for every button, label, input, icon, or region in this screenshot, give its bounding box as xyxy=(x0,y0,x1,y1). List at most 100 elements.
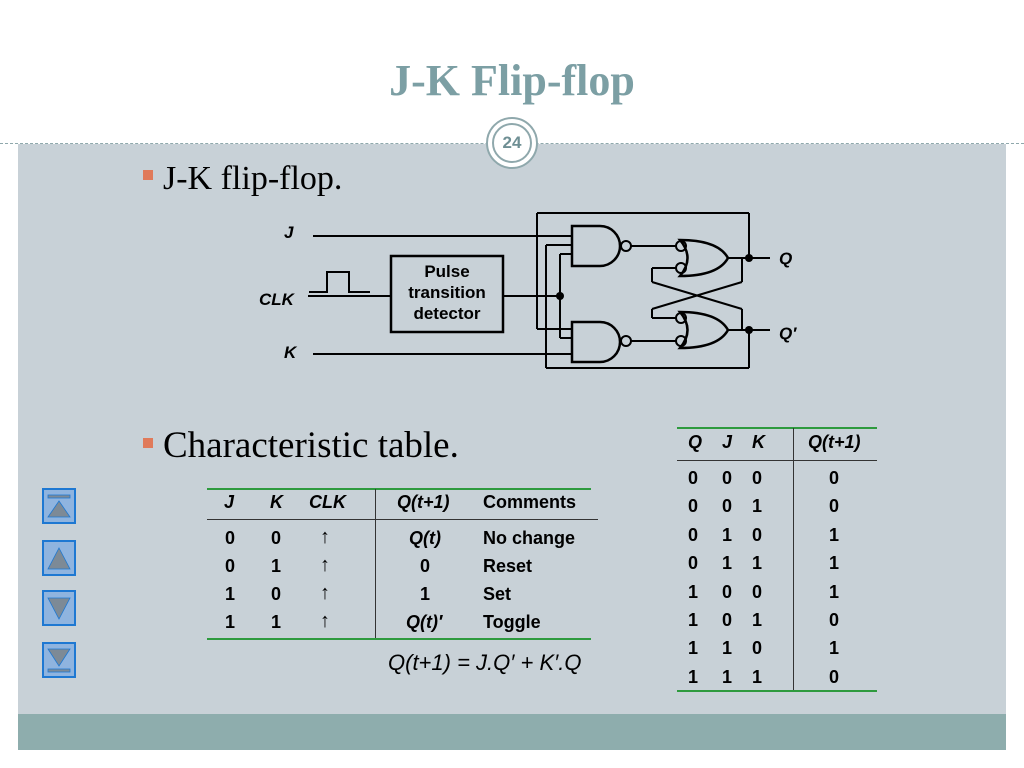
truth-table-cell: 1 xyxy=(752,610,763,630)
table-cell: ↑ xyxy=(320,582,330,604)
truth-table-header-rule xyxy=(677,460,877,461)
output-label-q: Q xyxy=(779,249,792,268)
table-cell: No change xyxy=(483,528,576,548)
table-cell: ↑ xyxy=(320,610,330,632)
clock-pulse-icon xyxy=(309,271,370,293)
junction-dot xyxy=(556,292,564,300)
truth-table-header: J xyxy=(722,432,733,452)
truth-table-cell: 1 xyxy=(688,667,699,687)
truth-table-cell: 1 xyxy=(829,638,840,658)
table-cell: Reset xyxy=(483,556,533,576)
truth-table-cell: 0 xyxy=(752,638,763,658)
previous-slide-icon xyxy=(47,547,71,570)
truth-table-cell: 1 xyxy=(829,525,840,545)
table-cell: Q(t)′ xyxy=(406,612,443,632)
bullet-text: Characteristic table. xyxy=(163,425,459,466)
table-cell: ↑ xyxy=(320,554,330,576)
or-gate-top xyxy=(677,238,730,278)
previous-slide-button[interactable] xyxy=(42,540,76,576)
input-label-clk: CLK xyxy=(259,290,296,309)
table-cell: 0 xyxy=(225,528,236,548)
truth-table-cell: 0 xyxy=(829,610,840,630)
truth-table-cell: 0 xyxy=(752,582,763,602)
slide-content xyxy=(18,144,1006,714)
output-label-qbar: Q′ xyxy=(779,324,797,343)
nand-gate-top xyxy=(570,224,622,268)
truth-table-cell: 1 xyxy=(688,610,699,630)
truth-table-cell: 1 xyxy=(722,667,733,687)
truth-table-cell: 0 xyxy=(688,496,699,516)
truth-table-cell: 0 xyxy=(688,553,699,573)
wire-cross-b xyxy=(651,281,743,310)
last-slide-icon xyxy=(47,648,71,673)
truth-table-cell: 0 xyxy=(722,468,733,488)
detector-label-line: detector xyxy=(413,304,480,323)
table-header: K xyxy=(270,492,283,512)
table-header: J xyxy=(224,492,235,512)
bullet-square-icon xyxy=(143,170,153,181)
last-slide-button[interactable] xyxy=(42,642,76,678)
input-label-j: J xyxy=(284,223,294,242)
truth-table-cell: 0 xyxy=(688,525,699,545)
table-header-rule xyxy=(207,519,598,520)
nand-gate-bottom xyxy=(570,320,622,364)
truth-table-header: Q(t+1) xyxy=(808,432,861,452)
table-cell: 0 xyxy=(225,556,236,576)
first-slide-button[interactable] xyxy=(42,488,76,524)
detector-label-line: Pulse xyxy=(424,262,469,281)
table-header: Q(t+1) xyxy=(397,492,450,512)
input-label-k: K xyxy=(284,343,298,362)
truth-table-cell: 0 xyxy=(829,667,840,687)
table-cell: Set xyxy=(483,584,512,604)
or-bottom-bubble-2 xyxy=(675,335,687,347)
table-cell: 1 xyxy=(225,584,236,604)
table-cell: 1 xyxy=(225,612,236,632)
slide-title: J-K Flip-flop xyxy=(389,56,635,105)
page-number-badge: 24 xyxy=(486,117,538,169)
table-cell: ↑ xyxy=(320,526,330,548)
first-slide-icon xyxy=(47,494,71,518)
bullet-text: J-K flip-flop. xyxy=(163,160,343,197)
truth-table-top-rule xyxy=(677,427,877,429)
truth-table-cell: 1 xyxy=(722,525,733,545)
truth-table-cell: 0 xyxy=(722,496,733,516)
truth-table-cell: 1 xyxy=(829,553,840,573)
or-gate-bottom xyxy=(677,310,730,350)
table-cell: Q(t) xyxy=(409,528,441,548)
truth-table-column-divider xyxy=(793,428,794,690)
table-cell: 0 xyxy=(420,556,431,576)
nand-top-bubble xyxy=(620,240,632,252)
page-number: 24 xyxy=(492,123,532,163)
truth-table-cell: 0 xyxy=(752,468,763,488)
next-slide-icon xyxy=(47,597,71,620)
truth-table-cell: 1 xyxy=(829,582,840,602)
table-cell: Toggle xyxy=(483,612,541,632)
truth-table-cell: 0 xyxy=(688,468,699,488)
slide-footer xyxy=(18,714,1006,750)
truth-table-cell: 0 xyxy=(829,496,840,516)
table-header: Comments xyxy=(483,492,577,512)
junction-dot xyxy=(745,326,753,334)
truth-table-cell: 0 xyxy=(722,610,733,630)
next-slide-button[interactable] xyxy=(42,590,76,626)
detector-label-line: transition xyxy=(408,283,485,302)
nand-bottom-bubble xyxy=(620,335,632,347)
truth-table-cell: 1 xyxy=(752,667,763,687)
truth-table-header: K xyxy=(752,432,765,452)
truth-table-cell: 1 xyxy=(722,553,733,573)
table-cell: 1 xyxy=(420,584,431,604)
truth-table-bottom-rule xyxy=(677,690,877,692)
truth-table-cell: 1 xyxy=(722,638,733,658)
truth-table-header: Q xyxy=(688,432,703,452)
or-top-bubble-1 xyxy=(675,240,687,252)
truth-table-cell: 0 xyxy=(722,582,733,602)
table-cell: 0 xyxy=(271,584,282,604)
table-cell: 0 xyxy=(271,528,282,548)
bullet-item: J-K flip-flop. xyxy=(143,160,342,198)
characteristic-equation: Q(t+1) = J.Q′ + K′.Q xyxy=(388,650,582,675)
truth-table-cell: 0 xyxy=(829,468,840,488)
table-column-divider xyxy=(375,489,376,638)
pulse-detector-box xyxy=(389,254,505,334)
